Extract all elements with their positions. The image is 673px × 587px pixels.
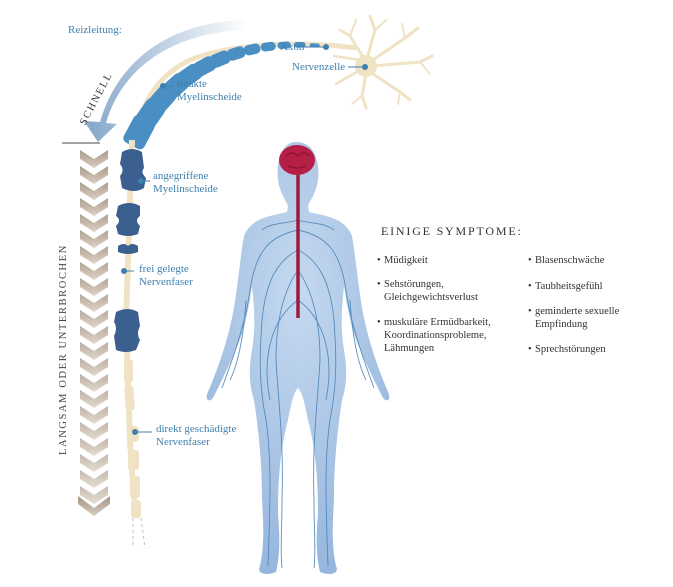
slow-arrow-chevron xyxy=(80,278,108,296)
symptoms-title: EINIGE SYMPTOME: xyxy=(381,224,523,238)
bullet: • xyxy=(377,317,381,328)
nerve-cell xyxy=(332,14,434,110)
myelin-segment xyxy=(243,43,261,56)
slow-arrow-chevron xyxy=(80,358,108,376)
slow-arrow-chevron xyxy=(80,182,108,200)
slow-arrow-chevron xyxy=(80,310,108,328)
symptom-text: Gleichgewichtsverlust xyxy=(384,292,478,303)
symptom-text: Taubheitsgefühl xyxy=(535,281,603,292)
label-exposed-line2: Nervenfaser xyxy=(139,276,193,288)
myelin-segment xyxy=(260,41,276,52)
symptom-item: •Sprechstörungen xyxy=(528,343,606,356)
symptom-item: •muskuläre Ermüdbarkeit, Koordinationspro… xyxy=(377,316,491,355)
slow-arrow-chevron xyxy=(80,406,108,424)
myelin-segment xyxy=(277,41,291,50)
symptom-item: •Taubheitsgefühl xyxy=(528,280,603,293)
bullet: • xyxy=(377,279,381,290)
slow-label: LANGSAM ODER UNTERBROCHEN xyxy=(58,244,69,455)
fiber-end-dashes xyxy=(132,517,146,549)
slow-arrow-chevron xyxy=(80,150,108,168)
slow-arrow-chevron xyxy=(80,294,108,312)
bullet: • xyxy=(528,281,532,292)
slow-arrow-chevron xyxy=(80,262,108,280)
symptom-text: geminderte sexuelle xyxy=(535,306,620,317)
symptom-text: Empfindung xyxy=(535,319,588,330)
peripheral-nerves xyxy=(221,219,375,569)
bullet: • xyxy=(528,306,532,317)
intact-myelin-sheath xyxy=(123,41,320,150)
slow-arrow-chevron xyxy=(80,454,108,472)
symptom-text: Koordinationsprobleme, xyxy=(384,330,487,341)
symptom-item: •Blasenschwäche xyxy=(528,254,605,267)
symptom-text: muskuläre Ermüdbarkeit, xyxy=(384,317,491,328)
slow-arrow-chevron xyxy=(80,342,108,360)
slow-arrow-chevron xyxy=(80,422,108,440)
slow-arrow-chevron xyxy=(80,198,108,216)
symptom-item: •Müdigkeit xyxy=(377,254,428,267)
myelin-segment xyxy=(309,43,320,48)
symptom-text: Sprechstörungen xyxy=(535,344,606,355)
symptom-text: Sehstörungen, xyxy=(384,279,444,290)
slow-arrow-chevron xyxy=(80,374,108,392)
label-damaged-line2: Myelinscheide xyxy=(153,183,218,195)
slow-arrow-chevron xyxy=(80,166,108,184)
slow-arrow-chevron xyxy=(80,230,108,248)
human-body xyxy=(206,142,390,574)
conduction-heading: Reizleitung: xyxy=(68,24,122,36)
label-axon: Axon xyxy=(280,41,305,53)
slow-arrow-head xyxy=(78,496,110,516)
slow-arrow-chevron xyxy=(80,214,108,232)
label-exposed-line1: frei gelegte xyxy=(139,263,189,275)
slow-arrow-chevron xyxy=(80,246,108,264)
leader-lines xyxy=(121,44,368,435)
slow-arrow-chevron xyxy=(80,486,108,504)
label-intact-line2: Myelinscheide xyxy=(177,91,242,103)
bullet: • xyxy=(377,255,381,266)
symptom-text: Müdigkeit xyxy=(384,255,428,266)
symptom-text: Blasenschwäche xyxy=(535,255,605,266)
label-damaged-line1: angegriffene xyxy=(153,170,209,182)
slow-conduction-arrow xyxy=(78,150,110,516)
slow-arrow-chevron xyxy=(80,326,108,344)
exposed-fiber-segments xyxy=(124,360,141,518)
bullet: • xyxy=(528,344,532,355)
slow-arrow-chevron xyxy=(80,438,108,456)
label-intact-line1: intakte xyxy=(177,78,207,90)
fast-conduction-arrow xyxy=(84,20,248,142)
label-destroyed-line2: Nervenfaser xyxy=(156,436,210,448)
symptom-item: •Sehstörungen, Gleichgewichtsverlust xyxy=(377,278,478,304)
symptom-text: Lähmungen xyxy=(384,343,435,354)
slow-arrow-chevron xyxy=(80,390,108,408)
brain xyxy=(279,145,315,175)
label-destroyed-line1: direkt geschädigte xyxy=(156,423,237,435)
myelin-segment xyxy=(293,42,306,48)
label-nervenzelle: Nervenzelle xyxy=(292,61,346,73)
myelin-segment xyxy=(226,46,246,61)
bullet: • xyxy=(528,255,532,266)
slow-arrow-chevron xyxy=(80,470,108,488)
